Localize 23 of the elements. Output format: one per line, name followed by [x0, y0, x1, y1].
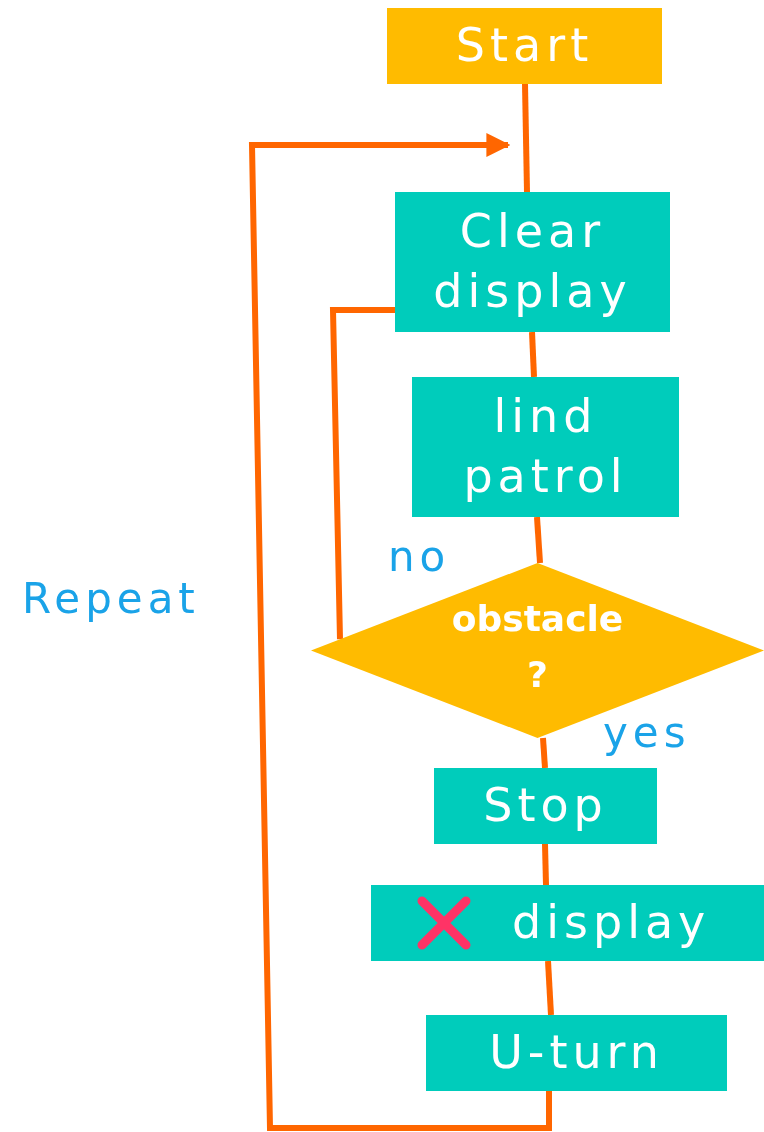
- process-box: [371, 885, 764, 961]
- connector-line: [529, 331, 537, 378]
- step-text: Clear display: [432, 203, 633, 320]
- process-box: [434, 768, 657, 844]
- step-text: Start: [455, 17, 594, 75]
- process-box: [395, 192, 670, 332]
- edge-label: yes: [603, 708, 691, 757]
- step-text: lind patrol: [462, 388, 629, 505]
- step-text: Stop: [483, 777, 608, 835]
- connector-line: [540, 737, 548, 769]
- loop-label: Repeat: [22, 574, 200, 623]
- edge-label: no: [388, 532, 451, 581]
- step-text: display: [512, 894, 711, 952]
- connector-line: [522, 83, 530, 193]
- connector-line: [534, 516, 543, 564]
- connector-line: [545, 960, 554, 1016]
- connector-line: [329, 307, 395, 640]
- process-box: [426, 1015, 727, 1091]
- process-box: [412, 377, 679, 517]
- decision-text: obstacle ?: [450, 596, 625, 697]
- start-box: [387, 8, 662, 84]
- step-text: U-turn: [489, 1024, 664, 1082]
- connector-line: [542, 843, 549, 886]
